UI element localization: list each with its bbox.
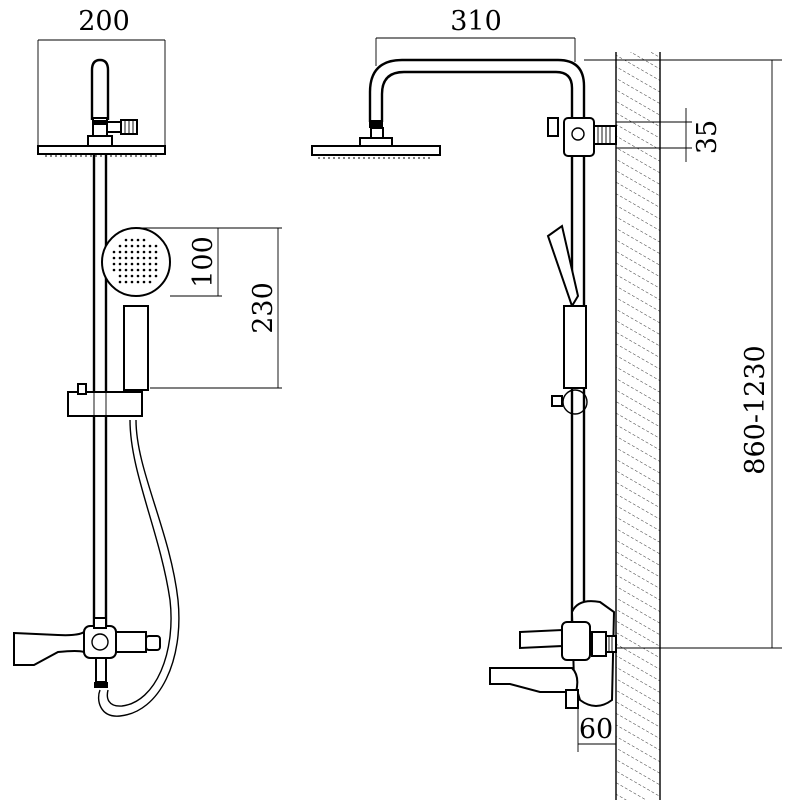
spray-hole bbox=[136, 256, 140, 260]
spray-hole bbox=[112, 268, 116, 272]
spray-hole bbox=[118, 280, 122, 284]
spray-hole bbox=[130, 238, 134, 242]
spray-hole bbox=[136, 268, 140, 272]
spray-hole bbox=[124, 262, 128, 266]
dimension-label-mixer-offset: 60 bbox=[579, 714, 613, 745]
slide-bar bbox=[92, 154, 108, 625]
spray-hole bbox=[130, 262, 134, 266]
hand-shower bbox=[101, 227, 171, 391]
slider-bracket bbox=[67, 383, 143, 417]
spray-hole bbox=[124, 250, 128, 254]
shower-arm bbox=[311, 58, 586, 159]
spray-hole bbox=[142, 262, 146, 266]
dimension-label-hand-shower-total: 230 bbox=[248, 282, 279, 334]
spray-hole bbox=[124, 238, 128, 242]
spray-hole bbox=[148, 244, 152, 248]
dimension-label-hand-shower-head: 100 bbox=[188, 236, 219, 288]
spray-hole bbox=[118, 256, 122, 260]
spray-hole bbox=[136, 250, 140, 254]
spray-hole bbox=[148, 250, 152, 254]
spray-hole bbox=[124, 280, 128, 284]
dimension-label-arm-reach: 310 bbox=[450, 6, 502, 37]
spray-hole bbox=[130, 268, 134, 272]
spray-hole bbox=[130, 250, 134, 254]
spray-hole bbox=[124, 244, 128, 248]
spray-hole bbox=[130, 274, 134, 278]
dimension-label-wall-offset: 35 bbox=[692, 120, 723, 154]
spray-hole bbox=[124, 256, 128, 260]
spray-hole bbox=[154, 256, 158, 260]
dimension-label-head-width: 200 bbox=[78, 6, 130, 37]
spray-hole bbox=[142, 268, 146, 272]
dimension-arm-reach: 310 bbox=[375, 6, 576, 66]
spray-hole bbox=[148, 262, 152, 266]
spray-hole bbox=[154, 274, 158, 278]
hand-shower-side bbox=[546, 224, 588, 415]
spray-hole bbox=[130, 244, 134, 248]
mixer-valve bbox=[13, 617, 161, 688]
spray-hole bbox=[112, 256, 116, 260]
spray-hole bbox=[112, 262, 116, 266]
spray-hole bbox=[136, 280, 140, 284]
dimension-label-bar-height: 860-1230 bbox=[740, 345, 771, 474]
spray-hole bbox=[136, 274, 140, 278]
spray-hole bbox=[112, 250, 116, 254]
spray-hole bbox=[118, 250, 122, 254]
spray-hole bbox=[154, 268, 158, 272]
spray-hole bbox=[118, 262, 122, 266]
spray-hole bbox=[118, 244, 122, 248]
spray-hole bbox=[154, 262, 158, 266]
spray-hole bbox=[142, 238, 146, 242]
spray-hole bbox=[136, 262, 140, 266]
spray-hole bbox=[148, 274, 152, 278]
spray-hole bbox=[142, 244, 146, 248]
spray-hole bbox=[124, 274, 128, 278]
dimension-bar-height: 860-1230 bbox=[584, 59, 782, 649]
spray-hole bbox=[118, 274, 122, 278]
dimension-hand-shower: 100 230 bbox=[140, 227, 282, 389]
spray-hole bbox=[136, 244, 140, 248]
spray-hole bbox=[148, 280, 152, 284]
spray-hole bbox=[142, 250, 146, 254]
spray-hole bbox=[142, 280, 146, 284]
dimension-mixer-offset: 60 bbox=[577, 690, 617, 752]
spray-hole bbox=[130, 256, 134, 260]
spray-hole bbox=[148, 256, 152, 260]
spray-hole bbox=[154, 244, 158, 248]
spray-hole bbox=[130, 280, 134, 284]
spray-hole bbox=[118, 268, 122, 272]
spray-hole bbox=[142, 274, 146, 278]
spray-hole bbox=[154, 250, 158, 254]
spray-hole bbox=[124, 268, 128, 272]
upper-wall-bracket bbox=[547, 117, 617, 157]
shower-hose bbox=[97, 419, 180, 717]
mixer-valve-side bbox=[489, 600, 617, 709]
wall-section bbox=[615, 52, 661, 800]
spray-hole bbox=[142, 256, 146, 260]
overhead-shower-head bbox=[37, 58, 166, 157]
dimension-head-width: 200 bbox=[37, 6, 166, 150]
spray-hole bbox=[136, 238, 140, 242]
dimension-wall-offset: 35 bbox=[616, 108, 723, 162]
spray-hole bbox=[148, 268, 152, 272]
side-view: 310 35 bbox=[311, 6, 782, 800]
front-view: 200 bbox=[13, 6, 282, 717]
